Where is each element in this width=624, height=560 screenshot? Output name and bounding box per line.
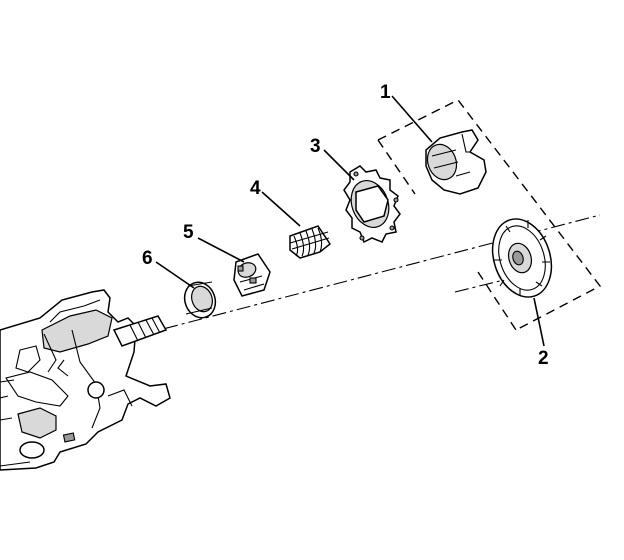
slotted-plate-icon [491, 218, 553, 298]
callout-6: 6 [142, 248, 153, 269]
coil-spring-icon [289, 225, 332, 259]
callout-5: 5 [183, 222, 194, 243]
toothed-gear-icon [343, 165, 401, 244]
leader-lines [155, 95, 545, 347]
callout-3: 3 [310, 136, 321, 157]
bearing-race-icon [233, 253, 271, 297]
bearing-ring-icon [183, 281, 217, 319]
callout-4: 4 [250, 178, 261, 199]
steering-shaft-icon [112, 315, 168, 347]
lock-housing-icon [425, 129, 487, 195]
steering-column-housing-icon [0, 289, 171, 471]
callout-2: 2 [538, 348, 549, 369]
dashed-group-box [377, 99, 602, 331]
callout-1: 1 [380, 82, 391, 103]
